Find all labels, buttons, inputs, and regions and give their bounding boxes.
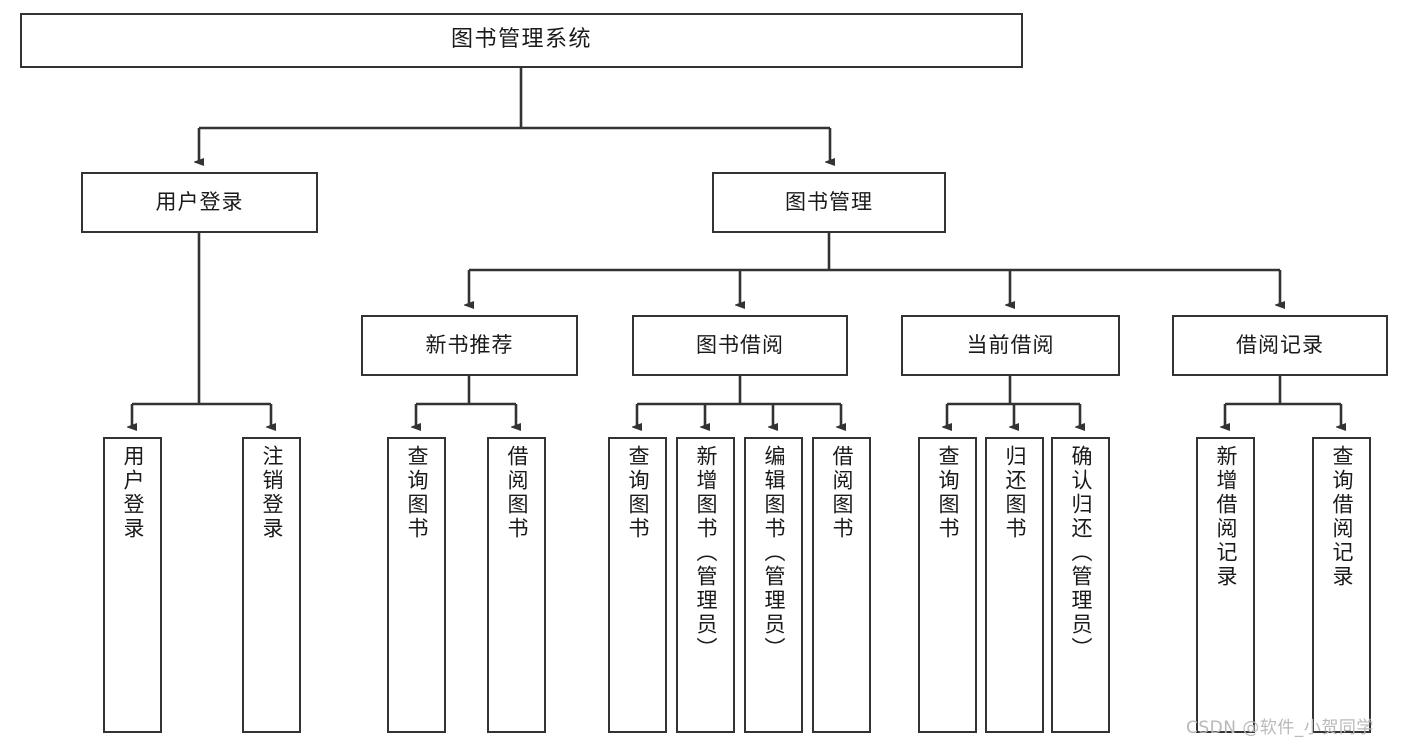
node-label: 当前借阅 [966,332,1055,357]
leaf-record-add-borrow-record[interactable]: 新增借阅记录 [1196,437,1255,733]
node-book-manage[interactable]: 图书管理 [712,172,946,233]
node-label: 归还图书 [1003,445,1027,541]
node-label: 编辑图书（管理员） [762,445,786,661]
node-label: 用户登录 [155,189,244,214]
node-label: 注销登录 [260,445,284,541]
leaf-borrow-lend-book[interactable]: 借阅图书 [812,437,871,733]
node-label: 新增图书（管理员） [694,445,718,661]
leaf-user-logout[interactable]: 注销登录 [242,437,301,733]
csdn-watermark: CSDN @软件_小贺同学 [1186,718,1374,738]
leaf-recommend-borrow-book[interactable]: 借阅图书 [487,437,546,733]
leaf-record-query-borrow-record[interactable]: 查询借阅记录 [1312,437,1371,733]
leaf-recommend-query-book[interactable]: 查询图书 [387,437,446,733]
node-label: 查询借阅记录 [1330,445,1354,589]
node-label: 借阅记录 [1236,332,1324,357]
node-user-login[interactable]: 用户登录 [81,172,318,233]
node-new-book-recommend[interactable]: 新书推荐 [361,315,578,376]
node-label: 借阅图书 [505,445,529,541]
node-label: 查询图书 [936,445,960,541]
node-borrow-record[interactable]: 借阅记录 [1172,315,1388,376]
leaf-current-return-book[interactable]: 归还图书 [985,437,1044,733]
leaf-current-confirm-return-admin[interactable]: 确认归还（管理员） [1051,437,1110,733]
node-root-system[interactable]: 图书管理系统 [20,13,1023,68]
node-label: 图书管理 [785,189,873,214]
leaf-current-query-book[interactable]: 查询图书 [918,437,977,733]
node-current-borrow[interactable]: 当前借阅 [901,315,1120,376]
leaf-borrow-edit-book-admin[interactable]: 编辑图书（管理员） [744,437,803,733]
node-label: 查询图书 [405,445,429,541]
node-book-borrow[interactable]: 图书借阅 [632,315,848,376]
node-label: 查询图书 [626,445,650,541]
leaf-user-login[interactable]: 用户登录 [103,437,162,733]
node-label: 图书管理系统 [450,27,592,53]
node-label: 借阅图书 [830,445,854,541]
node-label: 新书推荐 [425,332,514,357]
leaf-borrow-query-book[interactable]: 查询图书 [608,437,667,733]
node-label: 图书借阅 [696,332,784,357]
node-label: 用户登录 [121,445,145,541]
node-label: 新增借阅记录 [1214,445,1238,589]
node-label: 确认归还（管理员） [1069,445,1093,661]
leaf-borrow-add-book-admin[interactable]: 新增图书（管理员） [676,437,735,733]
